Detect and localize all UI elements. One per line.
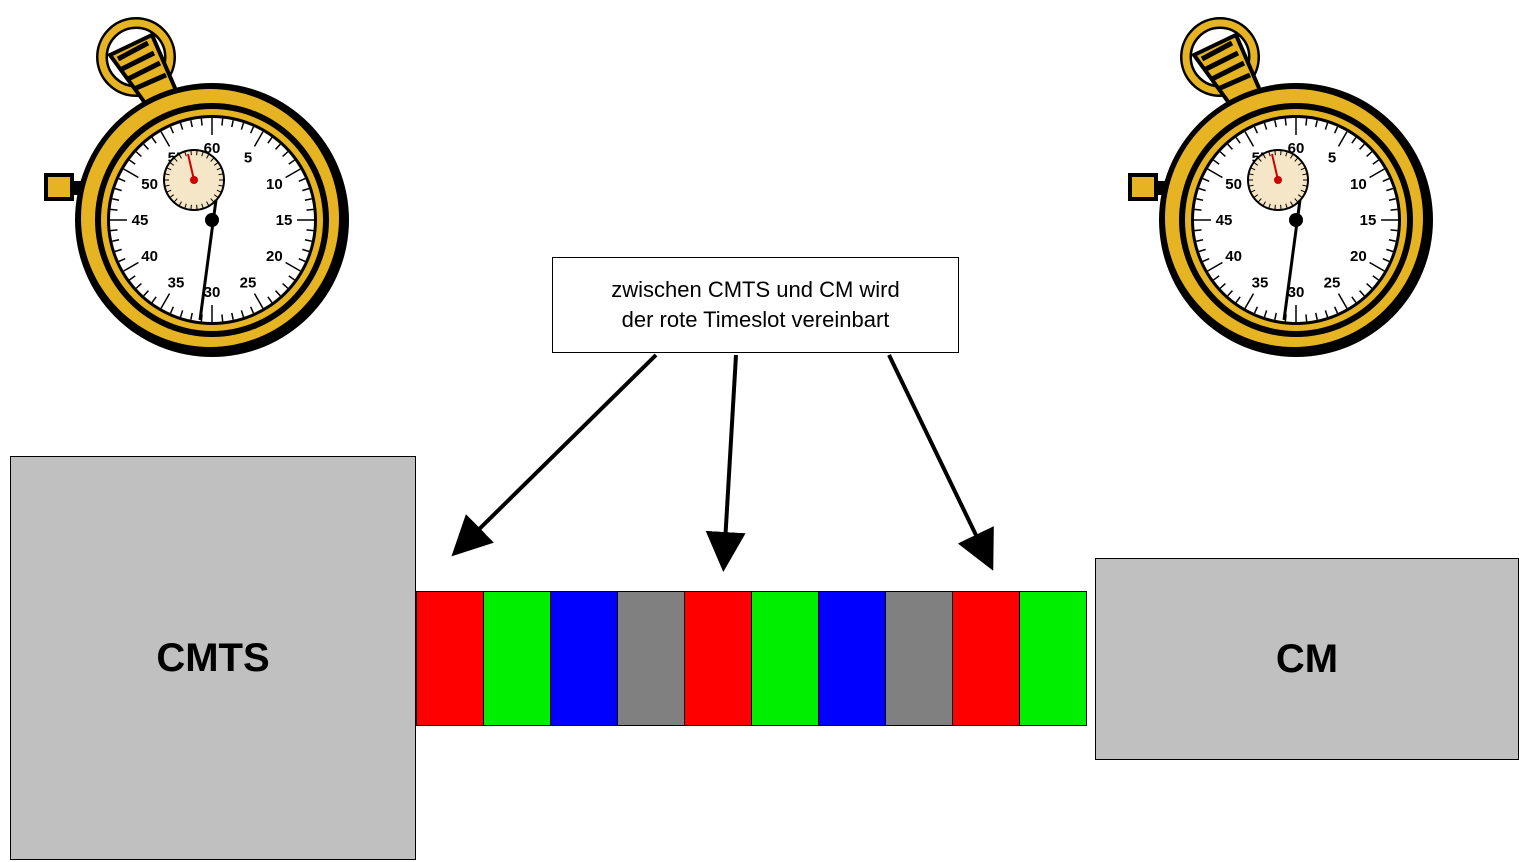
timeslot-red [684, 591, 752, 726]
timeslot-green [751, 591, 819, 726]
dial-number: 30 [204, 284, 221, 301]
stopwatch-icon-right: 51015202530354045505560 [1128, 17, 1433, 357]
arrow-to-third-red-slot [887, 354, 994, 571]
timeslot-strip [416, 591, 1087, 726]
timeslot-green [483, 591, 551, 726]
dial-number: 45 [1216, 212, 1233, 229]
cmts-label: CMTS [156, 635, 270, 680]
timeslot-gray [617, 591, 685, 726]
dial-number: 40 [141, 248, 158, 265]
dial-number: 50 [141, 176, 158, 193]
dial-number: 20 [266, 248, 283, 265]
dial-number: 10 [1350, 176, 1367, 193]
dial-number: 5 [244, 150, 252, 167]
dial-number: 15 [1360, 212, 1377, 229]
dial-number: 10 [266, 176, 283, 193]
agreement-callout: zwischen CMTS und CM wird der rote Times… [552, 257, 959, 353]
dial-number: 30 [1288, 284, 1305, 301]
callout-line-1: zwischen CMTS und CM wird [611, 277, 900, 302]
timeslot-red [416, 591, 484, 726]
callout-line-2: der rote Timeslot vereinbart [621, 307, 890, 332]
dial-number: 20 [1350, 248, 1367, 265]
timeslot-gray [885, 591, 953, 726]
cm-label: CM [1275, 636, 1339, 681]
dial-number: 40 [1225, 248, 1242, 265]
timeslot-red [952, 591, 1020, 726]
dial-number: 25 [1324, 274, 1341, 291]
timeslot-green [1019, 591, 1087, 726]
timeslot-blue [818, 591, 886, 726]
dial-number: 5 [1328, 150, 1336, 167]
dial-number: 25 [240, 274, 257, 291]
dial-number: 45 [132, 212, 149, 229]
dial-number: 50 [1225, 176, 1242, 193]
dial-number: 35 [168, 274, 185, 291]
dial-number: 15 [276, 212, 293, 229]
cm-box: CM [1095, 558, 1519, 760]
dial-number: 35 [1252, 274, 1269, 291]
arrow-to-first-red-slot [451, 353, 658, 557]
arrow-to-second-red-slot [705, 354, 746, 572]
cmts-box: CMTS [10, 456, 416, 860]
stopwatch-icon-left: 51015202530354045505560 [44, 17, 349, 357]
timeslot-blue [550, 591, 618, 726]
